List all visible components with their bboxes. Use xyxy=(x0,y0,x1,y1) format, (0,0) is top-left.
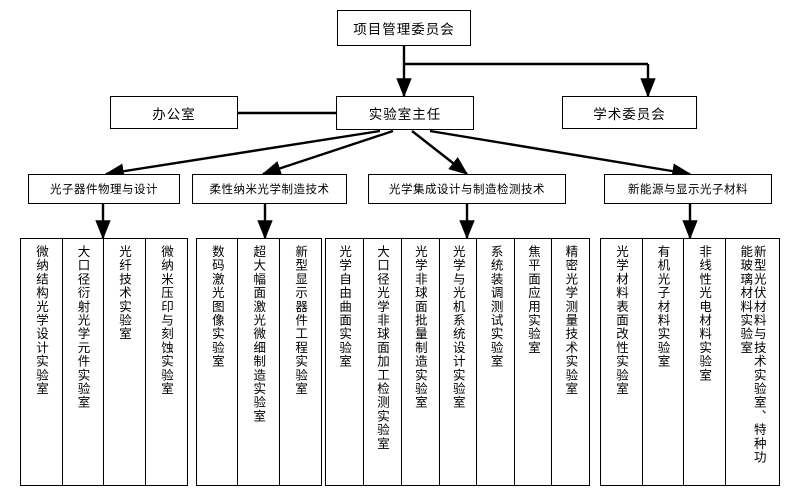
lab-cell[interactable]: 大口径光学非球面加工检测实验室 xyxy=(364,239,402,485)
lab-label: 新型显示器件工程实验室 xyxy=(293,245,309,396)
lab-cell[interactable]: 新型显示器件工程实验室 xyxy=(280,239,321,485)
lab-cell[interactable]: 光学非球面批量制造实验室 xyxy=(402,239,440,485)
box-label: 光学集成设计与制造检测技术 xyxy=(389,182,545,196)
box-label: 实验室主任 xyxy=(368,107,442,123)
lab-cell[interactable]: 光学自由曲面实验室 xyxy=(326,239,364,485)
lab-cell[interactable]: 大口径衍射光学元件实验室 xyxy=(63,239,104,485)
lab-cell[interactable]: 焦平面应用实验室 xyxy=(515,239,553,485)
lab-cell[interactable]: 超大幅面激光微细制造实验室 xyxy=(238,239,280,485)
lab-label: 微纳结构光学设计实验室 xyxy=(34,245,49,396)
lab-label: 光纤技术实验室 xyxy=(117,245,132,341)
group-new-energy-display: 光学材料表面改性实验室 有机光子材料实验室 非线性光电材料实验室 新型光伏材料与… xyxy=(600,238,780,486)
lab-cell[interactable]: 非线性光电材料实验室 xyxy=(684,239,726,485)
box-label: 新能源与显示光子材料 xyxy=(628,182,748,196)
lab-cell[interactable]: 系统装调测试实验室 xyxy=(477,239,516,485)
lab-cell[interactable]: 精密光学测量技术实验室 xyxy=(552,239,589,485)
lab-label: 光学材料表面改性实验室 xyxy=(614,245,630,396)
lab-label: 光学非球面批量制造实验室 xyxy=(412,245,428,410)
lab-label: 光学自由曲面实验室 xyxy=(337,245,353,369)
lab-cell[interactable]: 光学与光机系统设计实验室 xyxy=(440,239,478,485)
group-optical-integration: 光学自由曲面实验室 大口径光学非球面加工检测实验室 光学非球面批量制造实验室 光… xyxy=(325,238,590,486)
box-department-new-energy-display[interactable]: 新能源与显示光子材料 xyxy=(604,174,772,204)
box-lab-director[interactable]: 实验室主任 xyxy=(336,96,474,130)
box-department-photonic-devices[interactable]: 光子器件物理与设计 xyxy=(28,174,180,204)
box-office[interactable]: 办公室 xyxy=(110,96,238,129)
box-project-management-committee[interactable]: 项目管理委员会 xyxy=(337,10,471,46)
lab-cell[interactable]: 光纤技术实验室 xyxy=(104,239,146,485)
lab-cell[interactable]: 新型光伏材料与技术实验室、特种功能玻璃材料实验室 xyxy=(726,239,779,485)
lab-label: 有机光子材料实验室 xyxy=(655,245,671,369)
lab-label: 精密光学测量技术实验室 xyxy=(563,245,579,396)
box-label: 光子器件物理与设计 xyxy=(50,182,158,196)
lab-label: 数码激光图像实验室 xyxy=(209,245,225,369)
lab-label: 新型光伏材料与技术实验室、特种功能玻璃材料实验室 xyxy=(738,245,767,465)
group-photonic-devices: 微纳结构光学设计实验室 大口径衍射光学元件实验室 光纤技术实验室 微纳米压印与刻… xyxy=(20,238,188,486)
box-label: 柔性纳米光学制造技术 xyxy=(209,182,330,196)
box-academic-committee[interactable]: 学术委员会 xyxy=(562,96,697,129)
lab-label: 系统装调测试实验室 xyxy=(488,245,504,369)
box-department-optical-integration[interactable]: 光学集成设计与制造检测技术 xyxy=(368,174,566,204)
lab-label: 焦平面应用实验室 xyxy=(525,245,541,355)
group-flexible-nano: 数码激光图像实验室 超大幅面激光微细制造实验室 新型显示器件工程实验室 xyxy=(196,238,322,486)
lab-label: 超大幅面激光微细制造实验室 xyxy=(251,245,267,424)
lab-label: 非线性光电材料实验室 xyxy=(697,245,713,382)
box-label: 办公室 xyxy=(152,106,196,123)
lab-cell[interactable]: 光学材料表面改性实验室 xyxy=(601,239,643,485)
lab-cell[interactable]: 微纳米压印与刻蚀实验室 xyxy=(146,239,187,485)
lab-label: 大口径光学非球面加工检测实验室 xyxy=(375,245,391,451)
box-label: 项目管理委员会 xyxy=(353,22,455,38)
box-label: 学术委员会 xyxy=(593,106,666,123)
lab-label: 微纳米压印与刻蚀实验室 xyxy=(158,245,174,396)
box-department-flexible-nano[interactable]: 柔性纳米光学制造技术 xyxy=(192,174,347,204)
lab-label: 大口径衍射光学元件实验室 xyxy=(75,245,91,410)
lab-cell[interactable]: 有机光子材料实验室 xyxy=(643,239,685,485)
lab-cell[interactable]: 微纳结构光学设计实验室 xyxy=(21,239,63,485)
lab-label: 光学与光机系统设计实验室 xyxy=(450,245,466,410)
lab-cell[interactable]: 数码激光图像实验室 xyxy=(197,239,239,485)
